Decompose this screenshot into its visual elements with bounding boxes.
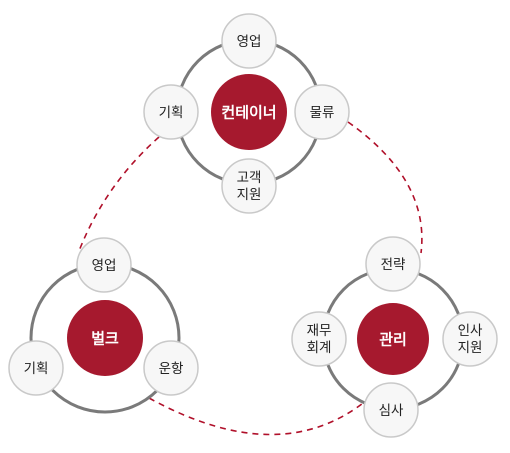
satellite-label: 전략 bbox=[381, 257, 406, 273]
hub-circle-bulk bbox=[67, 300, 143, 376]
satellite-circle bbox=[143, 84, 199, 140]
hub-label-management: 관리 bbox=[379, 331, 407, 349]
satellite-label: 기획 bbox=[159, 105, 184, 121]
dashed-connector-2 bbox=[347, 121, 423, 254]
satellite-circle bbox=[221, 158, 277, 214]
connector-layer bbox=[78, 121, 423, 436]
satellite-label: 회계 bbox=[307, 340, 332, 356]
satellite-label: 운항 bbox=[159, 361, 184, 377]
satellite-label: 지원 bbox=[458, 340, 483, 356]
satellite-label: 고객 bbox=[237, 170, 262, 186]
satellite-circle bbox=[363, 382, 419, 438]
satellite-circle bbox=[442, 311, 498, 367]
satellite-circle bbox=[291, 311, 347, 367]
satellite-label: 영업 bbox=[237, 34, 262, 50]
satellite-container-logistics: 물류 bbox=[294, 84, 350, 140]
satellite-management-audit: 심사 bbox=[363, 382, 419, 438]
satellite-label: 재무 bbox=[307, 323, 332, 339]
satellite-circle bbox=[294, 84, 350, 140]
satellite-circle bbox=[143, 340, 199, 396]
satellite-label: 기획 bbox=[24, 361, 49, 377]
satellite-label: 인사 bbox=[458, 323, 483, 339]
satellite-container-sales: 영업 bbox=[221, 13, 277, 69]
satellite-circle bbox=[365, 236, 421, 292]
satellite-label: 물류 bbox=[310, 105, 335, 121]
satellite-label: 영업 bbox=[92, 258, 117, 274]
satellite-container-planning: 기획 bbox=[143, 84, 199, 140]
satellite-label: 심사 bbox=[379, 403, 404, 419]
hub-label-bulk: 벌크 bbox=[91, 330, 119, 348]
dashed-connector-1 bbox=[78, 136, 160, 252]
hub-circle-management bbox=[357, 303, 429, 375]
hub-label-container: 컨테이너 bbox=[221, 104, 276, 122]
satellite-management-strategy: 전략 bbox=[365, 236, 421, 292]
satellite-label: 지원 bbox=[237, 187, 262, 203]
satellite-bulk-planning: 기획 bbox=[8, 340, 64, 396]
satellite-circle bbox=[8, 340, 64, 396]
hub-circle-container bbox=[211, 74, 287, 150]
dashed-connector-3 bbox=[148, 397, 368, 436]
satellite-circle bbox=[221, 13, 277, 69]
satellite-bulk-operation: 운항 bbox=[143, 340, 199, 396]
satellite-bulk-sales: 영업 bbox=[76, 237, 132, 293]
satellite-circle bbox=[76, 237, 132, 293]
